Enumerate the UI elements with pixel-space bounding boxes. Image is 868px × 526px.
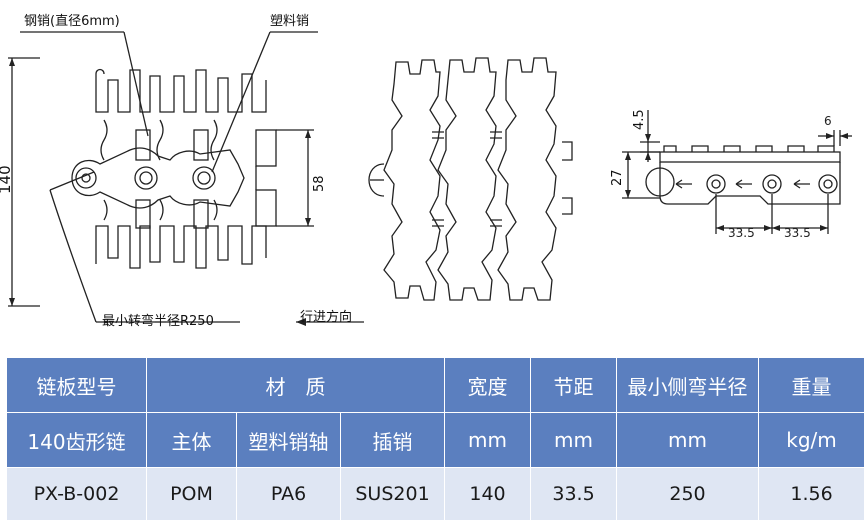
spec-table: 链板型号 材 质 宽度 节距 最小侧弯半径 重量 140齿形链 主体 塑料销轴 … (6, 357, 866, 521)
header-model: 链板型号 (6, 357, 147, 413)
table-row: PX-B-002 POM PA6 SUS201 140 33.5 250 1.5… (6, 467, 866, 521)
table-header-row: 链板型号 材 质 宽度 节距 最小侧弯半径 重量 (6, 357, 866, 413)
sub-weight-unit: kg/m (758, 412, 866, 468)
row-model: PX-B-002 (6, 467, 147, 521)
sub-width-unit: mm (444, 412, 532, 468)
pin-span-dimension: 58 (312, 175, 327, 192)
header-pitch: 节距 (530, 357, 618, 413)
steel-pin-label: 钢销(直径6mm) (24, 14, 120, 29)
width-dimension: 140 (0, 165, 14, 194)
plastic-pin-label: 塑料销 (270, 14, 310, 29)
top-thickness-dimension: 4.5 (632, 109, 647, 130)
min-turn-radius-label: 最小转弯半径R250 (102, 314, 214, 329)
technical-drawing: 钢销(直径6mm) 塑料销 最小转弯半径R250 行进方向 140 58 27 … (0, 14, 852, 329)
header-weight: 重量 (758, 357, 866, 413)
pitch-dimension-a: 33.5 (728, 226, 755, 240)
sub-type: 140齿形链 (6, 412, 147, 468)
header-side-radius: 最小侧弯半径 (616, 357, 760, 413)
pitch-dimension-b: 33.5 (784, 226, 811, 240)
chain-drawing-svg (8, 31, 852, 326)
edge-dimension: 6 (824, 114, 832, 128)
row-width: 140 (444, 467, 532, 521)
table-subheader-row: 140齿形链 主体 塑料销轴 插销 mm mm mm kg/m (6, 412, 866, 468)
header-material: 材 质 (145, 357, 446, 413)
row-side-radius: 250 (616, 467, 760, 521)
row-plastic-pin-shaft: PA6 (236, 467, 341, 521)
sub-body: 主体 (146, 412, 237, 468)
row-pitch: 33.5 (530, 467, 618, 521)
header-width: 宽度 (444, 357, 532, 413)
row-insert-pin: SUS201 (339, 467, 446, 521)
sub-radius-unit: mm (616, 412, 760, 468)
sub-plastic-pin-shaft: 塑料销轴 (236, 412, 341, 468)
sub-pitch-unit: mm (530, 412, 618, 468)
row-body: POM (146, 467, 237, 521)
row-weight: 1.56 (758, 467, 866, 521)
sub-insert-pin: 插销 (339, 412, 446, 468)
height-dimension: 27 (610, 169, 625, 186)
direction-label: 行进方向 (300, 310, 353, 325)
